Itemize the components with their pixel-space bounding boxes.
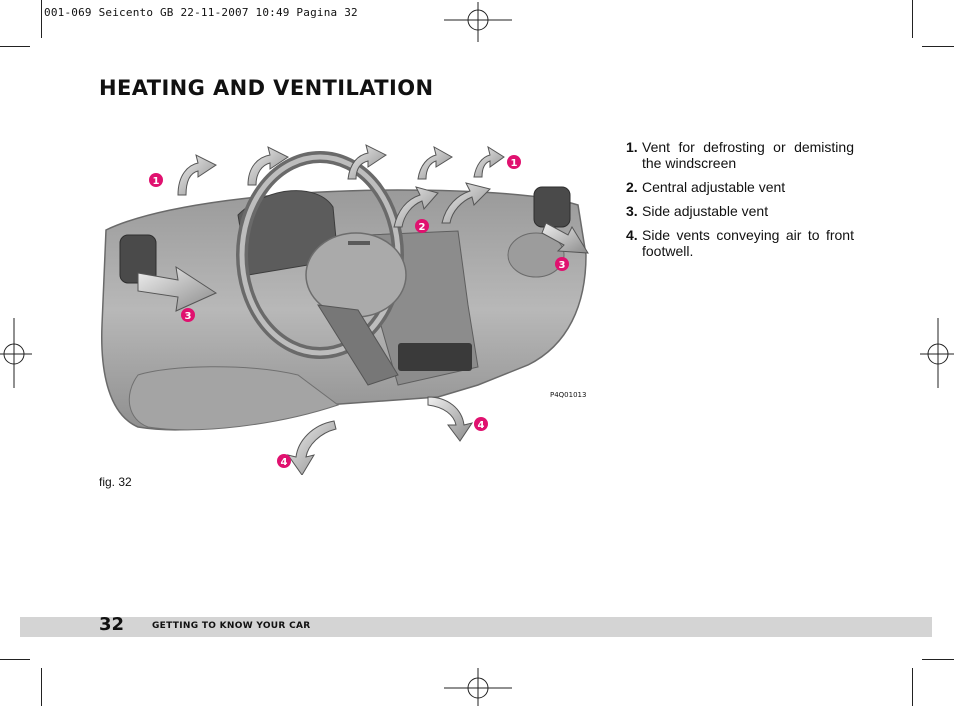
figure-code: P4Q01013 — [550, 391, 586, 399]
registration-mark-right — [920, 318, 954, 388]
right-speaker — [507, 232, 565, 278]
page-number: 32 — [99, 614, 125, 635]
section-name: GETTING TO KNOW YOUR CAR — [152, 621, 311, 631]
callout-1b: 1 — [507, 155, 521, 169]
svg-text:4: 4 — [478, 420, 485, 431]
defrost-arrows — [177, 144, 505, 196]
item-number: 3. — [626, 203, 638, 219]
item-text: Vent for defrosting or demisting the win… — [642, 139, 854, 171]
crop-mark-bottom-right-h — [922, 659, 954, 660]
registration-mark-top — [444, 2, 512, 42]
figure-caption: fig. 32 — [99, 475, 132, 489]
svg-text:1: 1 — [511, 158, 518, 169]
item-text: Central adjustable vent — [642, 179, 786, 195]
callout-3a: 3 — [181, 308, 195, 322]
list-item: 3. Side adjustable vent — [626, 203, 854, 219]
central-vent-arrows — [393, 182, 491, 228]
registration-mark-bottom — [444, 668, 512, 706]
callout-3b: 3 — [555, 257, 569, 271]
dashboard-illustration: 1 1 2 3 3 4 4 P4Q01013 — [101, 144, 589, 475]
list-item: 4. Side vents conveying air to front foo… — [626, 227, 854, 259]
page-title: HEATING AND VENTILATION — [99, 76, 434, 100]
crop-mark-top-right-v — [912, 0, 913, 38]
crop-mark-top-left-h — [0, 46, 30, 47]
footer-band — [20, 617, 932, 637]
airbag-hub — [305, 232, 407, 318]
list-item: 1. Vent for defrosting or demisting the … — [626, 139, 854, 171]
item-text: Side adjustable vent — [642, 203, 769, 219]
radio-slot — [398, 343, 472, 371]
list-item: 2. Central adjustable vent — [626, 179, 854, 195]
brand-badge — [348, 241, 370, 245]
svg-text:3: 3 — [559, 260, 566, 271]
crop-mark-top-left-v — [41, 0, 42, 38]
crop-mark-bottom-left-h — [0, 659, 30, 660]
item-number: 2. — [626, 179, 638, 195]
print-header: 001-069 Seicento GB 22-11-2007 10:49 Pag… — [44, 6, 358, 19]
item-text: Side vents conveying air to front footwe… — [642, 227, 854, 259]
side-vent-arrows — [137, 222, 589, 312]
item-number: 1. — [626, 139, 638, 155]
crop-mark-top-right-h — [922, 46, 954, 47]
callout-1a: 1 — [149, 173, 163, 187]
callout-4b: 4 — [474, 417, 488, 431]
right-vent — [533, 186, 571, 228]
svg-text:3: 3 — [185, 311, 192, 322]
item-number: 4. — [626, 227, 638, 243]
steering-column — [317, 304, 399, 386]
vent-list: 1. Vent for defrosting or demisting the … — [626, 139, 854, 267]
callout-4a: 4 — [277, 454, 291, 468]
crop-mark-bottom-right-v — [912, 668, 913, 706]
svg-text:1: 1 — [153, 176, 160, 187]
callout-2: 2 — [415, 219, 429, 233]
svg-text:2: 2 — [419, 222, 426, 233]
glovebox — [128, 366, 340, 431]
registration-mark-left — [0, 318, 32, 388]
svg-text:4: 4 — [281, 457, 288, 468]
footwell-arrows — [286, 396, 474, 475]
crop-mark-bottom-left-v — [41, 668, 42, 706]
